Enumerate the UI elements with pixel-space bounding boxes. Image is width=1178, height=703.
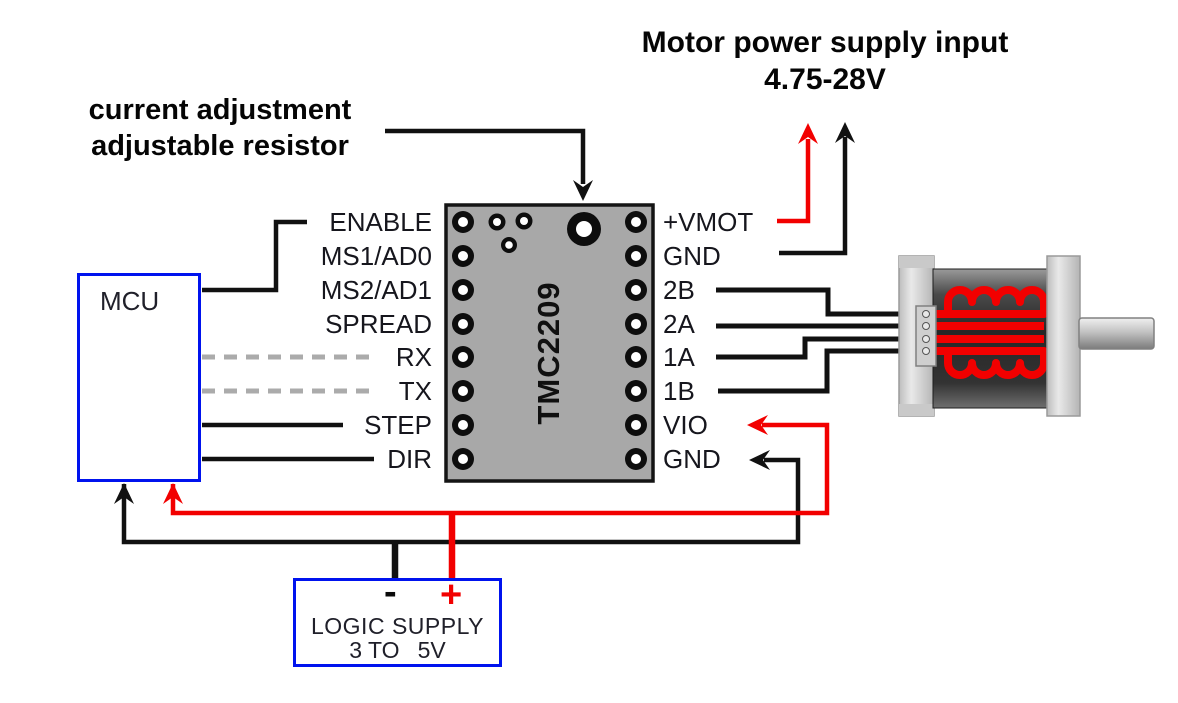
motor-flange-cap [899,404,934,416]
wire-gnd-bus [121,457,801,545]
black-signal-wires [121,128,848,545]
motor-right-flange [1046,255,1081,417]
pin-label-2b: 2B [663,275,695,305]
logic-supply-box: - + LOGIC SUPPLY 3 TO 5V [293,571,502,667]
arrow-down-potentiometer-icon [573,180,593,201]
current-adjustment-line1: current adjustment [88,94,352,126]
motor-phase-wires [716,287,921,394]
chip-aux-holes [488,212,533,253]
arrow-left-vio-icon [747,415,768,435]
pin-label-2a: 2A [663,309,695,339]
driver-board [444,203,655,483]
motor-power-supply-voltage: 4.75-28V [764,63,886,96]
current-adjust-potentiometer [567,212,601,246]
motor-flange-cap [899,256,934,268]
wire-1b [718,348,921,394]
pin-label-vmot: +VMOT [663,207,754,237]
wire-enable [202,219,307,293]
motor-power-supply-line1: Motor power supply input [641,26,1009,59]
arrow-up-mcu-gnd-icon [114,483,134,504]
red-power-wires [170,139,830,516]
wire-1a [716,336,921,360]
supply-range-right: 5V [417,637,446,663]
motor-connector-holes [922,310,930,355]
arrow-up-gnd-icon [835,122,855,143]
arrow-up-vmot-icon [798,123,818,144]
supply-range-left: 3 TO [349,637,400,663]
pin-label-ms2-ad1: MS2/AD1 [320,275,432,305]
pin-label-ms1-ad0: MS1/AD0 [320,241,432,271]
mcu-label: MCU [100,286,160,316]
logic-supply-voltage-range: 3 TO 5V [296,637,499,664]
supply-negative-terminal: - [384,571,397,613]
label-current-adjustment: current adjustment adjustable resistor [55,92,385,164]
chip-pin-holes-left [452,211,474,470]
arrowheads [114,122,855,504]
motor-coil-top [944,286,1048,318]
logic-supply-title: LOGIC SUPPLY [310,613,485,639]
motor-coil-bottom [944,347,1048,379]
chip-name-label: TMC2209 [531,281,566,425]
wire-vio-bus [170,422,830,516]
pin-label-gnd-top: GND [663,241,721,271]
pin-label-step: STEP [364,410,432,440]
arrow-up-mcu-vio-icon [163,483,183,504]
pin-label-1a: 1A [663,342,695,372]
pin-label-rx: RX [395,342,432,372]
mcu-box: MCU [77,273,201,482]
pin-label-dir: DIR [387,444,432,474]
pin-label-spread: SPREAD [325,309,432,339]
uart-dashed-wires [202,354,376,394]
arrow-left-gnd-icon [749,450,770,470]
current-adjustment-line2: adjustable resistor [91,130,349,162]
wire-gnd-to-supply-input [779,137,848,256]
pin-label-gnd-bottom: GND [663,444,721,474]
pin-label-1b: 1B [663,376,695,406]
motor-shaft [1078,317,1155,350]
stepper-motor [898,255,1155,417]
supply-positive-terminal: + [440,574,463,616]
label-motor-power-supply: Motor power supply input 4.75-28V [600,24,1050,98]
pointer-line-current-adjust [385,128,586,184]
wire-2b [716,287,921,317]
pin-label-vio: VIO [663,410,708,440]
chip-pin-holes-right [625,211,647,470]
pin-label-tx: TX [398,376,432,406]
pin-label-enable: ENABLE [329,207,432,237]
driver-board-pcb [444,203,655,483]
wire-vmot-to-supply-input [777,139,811,224]
